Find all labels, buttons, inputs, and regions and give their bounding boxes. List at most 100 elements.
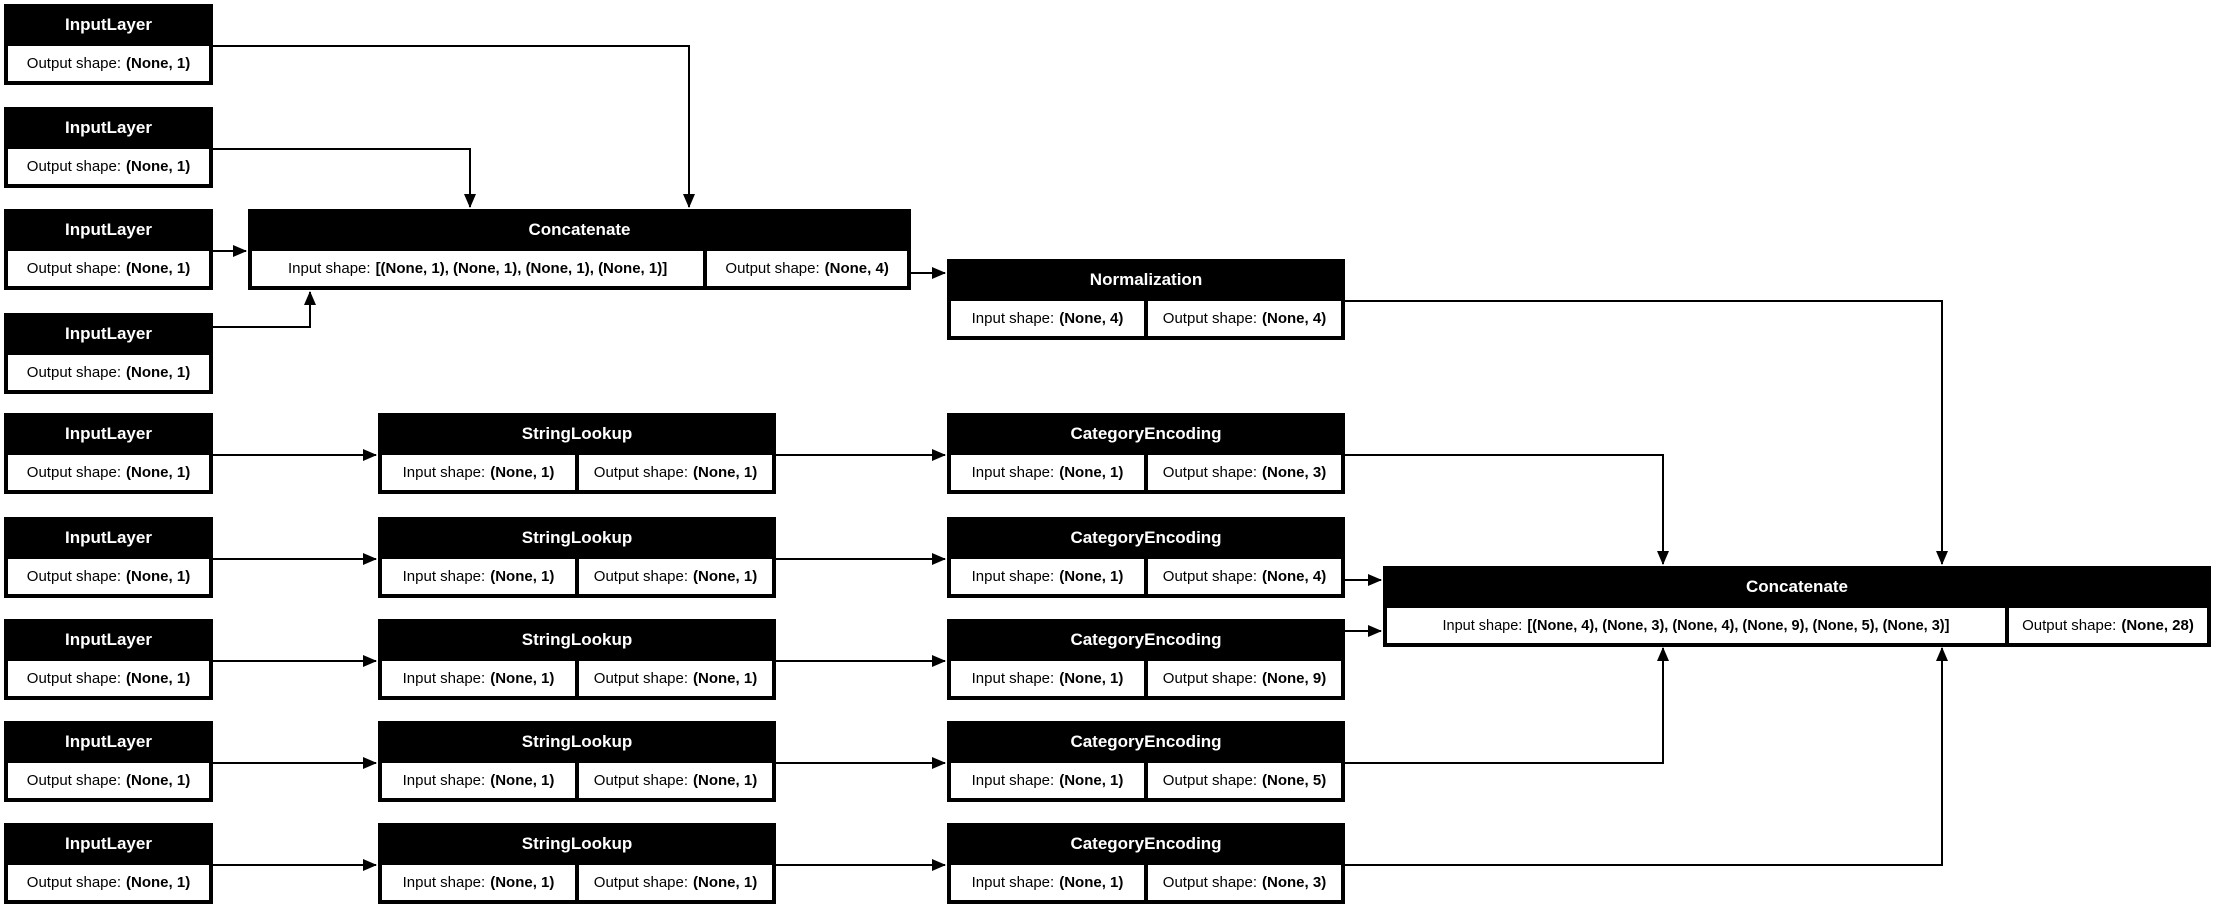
node-concatenate-2: Concatenate Input shape:[(None, 4), (Non… [1383, 566, 2211, 647]
cell-value: (None, 4) [1262, 310, 1327, 327]
output-shape-cell: Output shape:(None, 1) [579, 661, 772, 696]
cell-label: Input shape: [287, 260, 371, 277]
layer-title: InputLayer [65, 834, 152, 853]
layer-title: StringLookup [521, 834, 633, 853]
output-shape-cell: Output shape:(None, 4) [1148, 559, 1341, 594]
node-stringlookup-2: StringLookup Input shape: (None, 1) Outpu… [378, 517, 776, 598]
cell-value: (None, 28) [2121, 617, 2194, 634]
cell-value: (None, 1) [126, 670, 191, 687]
cell-label: Input shape: [971, 670, 1055, 687]
cell-value: (None, 1) [490, 670, 555, 687]
cell-label: Output shape: [593, 568, 689, 585]
cell-value: (None, 3) [1262, 464, 1327, 481]
output-shape-cell: Output shape:(None, 1) [8, 46, 209, 81]
cell-value: (None, 4) [1059, 310, 1124, 327]
input-shape-cell: Input shape:(None, 1) [951, 559, 1144, 594]
cell-value: (None, 1) [693, 772, 758, 789]
cell-value: [(None, 4), (None, 3), (None, 4), (None,… [1527, 617, 1950, 634]
input-shape-cell: Input shape:(None, 1) [951, 763, 1144, 798]
cell-label: Input shape: [402, 568, 486, 585]
cell-label: Input shape: [971, 310, 1055, 327]
layer-title: StringLookup [521, 528, 633, 547]
layer-title: CategoryEncoding [1070, 630, 1222, 649]
output-shape-cell: Output shape:(None, 1) [579, 559, 772, 594]
layer-title: Normalization [1089, 270, 1203, 289]
layer-title: Concatenate [1745, 577, 1849, 596]
cell-label: Output shape: [2022, 617, 2117, 634]
cell-value: (None, 1) [1059, 464, 1124, 481]
cell-value: (None, 1) [1059, 772, 1124, 789]
cell-label: Output shape: [26, 260, 122, 277]
cell-label: Output shape: [26, 772, 122, 789]
layer-title: InputLayer [65, 118, 152, 137]
node-inputlayer-7: InputLayer Output shape:(None, 1) [4, 619, 213, 700]
cell-value: (None, 1) [693, 464, 758, 481]
input-shape-cell: Input shape:(None, 1) [951, 661, 1144, 696]
cell-value: (None, 1) [490, 464, 555, 481]
edge-arrow [1345, 300, 1948, 565]
edge-arrow [1345, 647, 1948, 866]
output-shape-cell: Output shape:(None, 5) [1148, 763, 1341, 798]
edge-arrow [213, 45, 695, 208]
output-shape-cell: Output shape:(None, 1) [579, 865, 772, 900]
output-shape-cell: Output shape:(None, 3) [1148, 455, 1341, 490]
node-stringlookup-1: StringLookup Input shape:(None, 1) Outpu… [378, 413, 776, 494]
edge-arrow [1345, 454, 1669, 565]
output-shape-cell: Output shape:(None, 1) [579, 763, 772, 798]
edge-arrow [1345, 647, 1669, 764]
node-inputlayer-8: InputLayer Output shape:(None, 1) [4, 721, 213, 802]
cell-value: (None, 1) [693, 670, 758, 687]
output-shape-cell: Output shape:(None, 1) [8, 661, 209, 696]
cell-label: Output shape: [1162, 670, 1258, 687]
node-stringlookup-4: StringLookup Input shape:(None, 1) Outpu… [378, 721, 776, 802]
output-shape-cell: Output shape:(None, 1) [8, 559, 209, 594]
cell-value: (None, 1) [1059, 874, 1124, 891]
node-inputlayer-4: InputLayer Output shape:(None, 1) [4, 313, 213, 394]
edge-arrow [213, 148, 476, 208]
cell-label: Input shape: [402, 772, 486, 789]
cell-value: (None, 5) [1262, 772, 1327, 789]
layer-title: InputLayer [65, 424, 152, 443]
output-shape-cell: Output shape:(None, 1) [8, 149, 209, 184]
cell-value: (None, 1) [693, 568, 758, 585]
layer-title: CategoryEncoding [1070, 834, 1222, 853]
output-shape-cell: Output shape:(None, 1) [8, 355, 209, 390]
layer-title: CategoryEncoding [1070, 424, 1222, 443]
cell-label: Output shape: [26, 158, 122, 175]
cell-value: (None, 1) [126, 55, 191, 72]
layer-title: StringLookup [521, 630, 633, 649]
cell-label: Input shape: [971, 568, 1055, 585]
output-shape-cell: Output shape:(None, 3) [1148, 865, 1341, 900]
node-inputlayer-3: InputLayer Output shape:(None, 1) [4, 209, 213, 290]
cell-label: Output shape: [593, 874, 689, 891]
input-shape-cell: Input shape:(None, 1) [382, 661, 575, 696]
cell-label: Output shape: [593, 772, 689, 789]
cell-value: (None, 1) [126, 158, 191, 175]
node-inputlayer-2: InputLayer Output shape:(None, 1) [4, 107, 213, 188]
cell-value: (None, 1) [490, 772, 555, 789]
layer-title: InputLayer [65, 630, 152, 649]
cell-label: Output shape: [26, 364, 122, 381]
node-inputlayer-1: InputLayer Output shape:(None, 1) [4, 4, 213, 85]
node-stringlookup-5: StringLookup Input shape:(None, 1) Outpu… [378, 823, 776, 904]
output-shape-cell: Output shape:(None, 9) [1148, 661, 1341, 696]
cell-value: (None, 1) [1059, 568, 1124, 585]
cell-value: (None, 1) [126, 772, 191, 789]
cell-label: Input shape: [402, 670, 486, 687]
cell-label: Input shape: [402, 464, 486, 481]
output-shape-cell: Output shape:(None, 4) [707, 251, 907, 286]
node-categoryencoding-3: CategoryEncoding Input shape:(None, 1) O… [947, 619, 1345, 700]
layer-title: InputLayer [65, 732, 152, 751]
cell-label: Output shape: [26, 670, 122, 687]
layer-title: CategoryEncoding [1070, 528, 1222, 547]
cell-label: Output shape: [593, 464, 689, 481]
output-shape-cell: Output shape:(None, 1) [579, 455, 772, 490]
layer-title: Concatenate [528, 220, 631, 239]
cell-label: Output shape: [1162, 568, 1258, 585]
node-categoryencoding-2: CategoryEncoding Input shape:(None, 1) O… [947, 517, 1345, 598]
cell-value: (None, 9) [1262, 670, 1327, 687]
node-inputlayer-5: InputLayer Output shape:(None, 1) [4, 413, 213, 494]
cell-value: (None, 4) [824, 260, 889, 277]
input-shape-cell: Input shape:[(None, 1), (None, 1), (None… [252, 251, 704, 286]
cell-value: (None, 3) [1262, 874, 1327, 891]
